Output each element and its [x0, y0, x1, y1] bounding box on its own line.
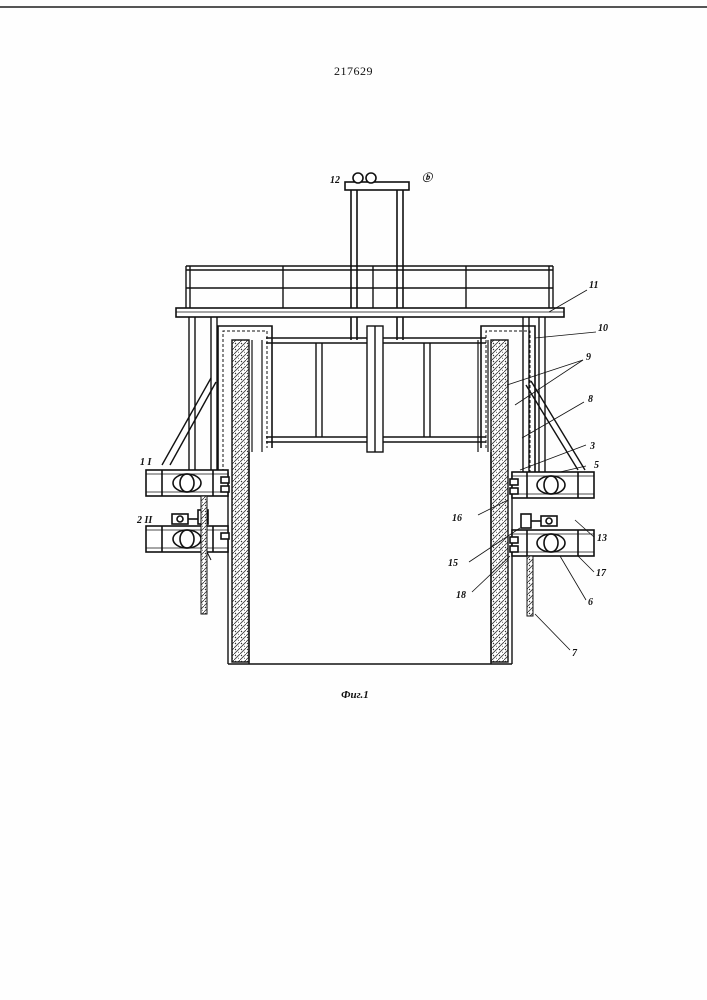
label-5: 5 [594, 460, 599, 471]
platform-railing [186, 266, 553, 308]
label-10: 10 [598, 323, 608, 334]
label-6: 6 [588, 597, 593, 608]
platform-deck [176, 308, 564, 317]
label-2: 2 II [136, 515, 153, 526]
label-3: 3 [589, 441, 595, 452]
label-11: 11 [589, 280, 598, 291]
label-1: 1 I [140, 457, 153, 468]
label-9: 9 [586, 352, 591, 363]
label-13: 13 [597, 533, 607, 544]
view-mark: ⓑ [422, 172, 434, 184]
silo-base [228, 452, 512, 664]
left-jack-unit-lower [146, 510, 229, 552]
left-concrete-wall [232, 340, 249, 662]
label-7: 7 [572, 648, 578, 659]
label-16: 16 [452, 513, 462, 524]
label-17: 17 [596, 568, 607, 579]
label-18: 18 [456, 590, 466, 601]
left-jack-unit-upper [146, 470, 229, 496]
right-jack-unit-lower [510, 514, 594, 556]
pulley-right [366, 173, 376, 183]
label-15: 15 [448, 558, 458, 569]
pulley-left [353, 173, 363, 183]
right-rack-rod [527, 556, 533, 616]
label-12: 12 [330, 175, 340, 186]
right-jack-unit-upper [510, 472, 594, 498]
label-8: 8 [588, 394, 593, 405]
figure-caption: Фиг.1 [341, 689, 369, 701]
inner-truss [266, 326, 486, 452]
left-rack-rod [201, 496, 207, 614]
